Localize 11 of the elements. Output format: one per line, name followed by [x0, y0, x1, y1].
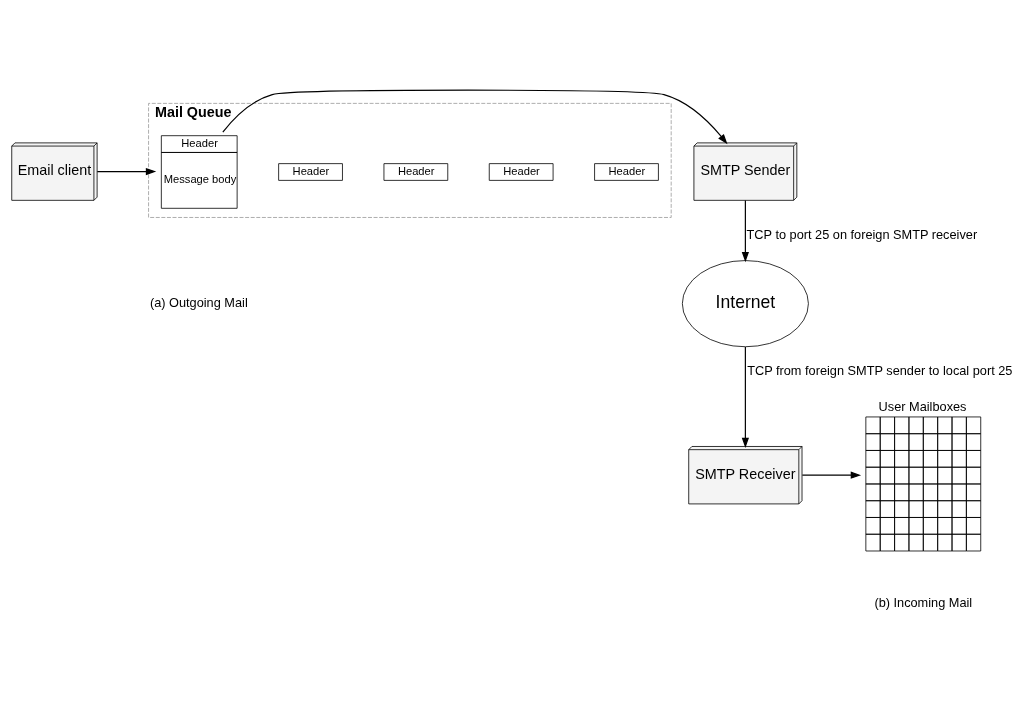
node-label: User Mailboxes	[878, 399, 967, 415]
arrow	[222, 89, 728, 145]
label: (a) Outgoing Mail	[149, 294, 248, 310]
label: (b) Incoming Mail	[874, 595, 973, 611]
arrow	[741, 346, 749, 449]
node-ellipse: Internet	[681, 260, 809, 348]
arrow	[741, 199, 749, 263]
arrow	[96, 167, 157, 176]
edge-label: TCP to port 25 on foreign SMTP receiver	[746, 226, 978, 242]
edge-label: TCP from foreign SMTP sender to local port 25	[747, 362, 1013, 378]
arrow	[801, 471, 862, 479]
